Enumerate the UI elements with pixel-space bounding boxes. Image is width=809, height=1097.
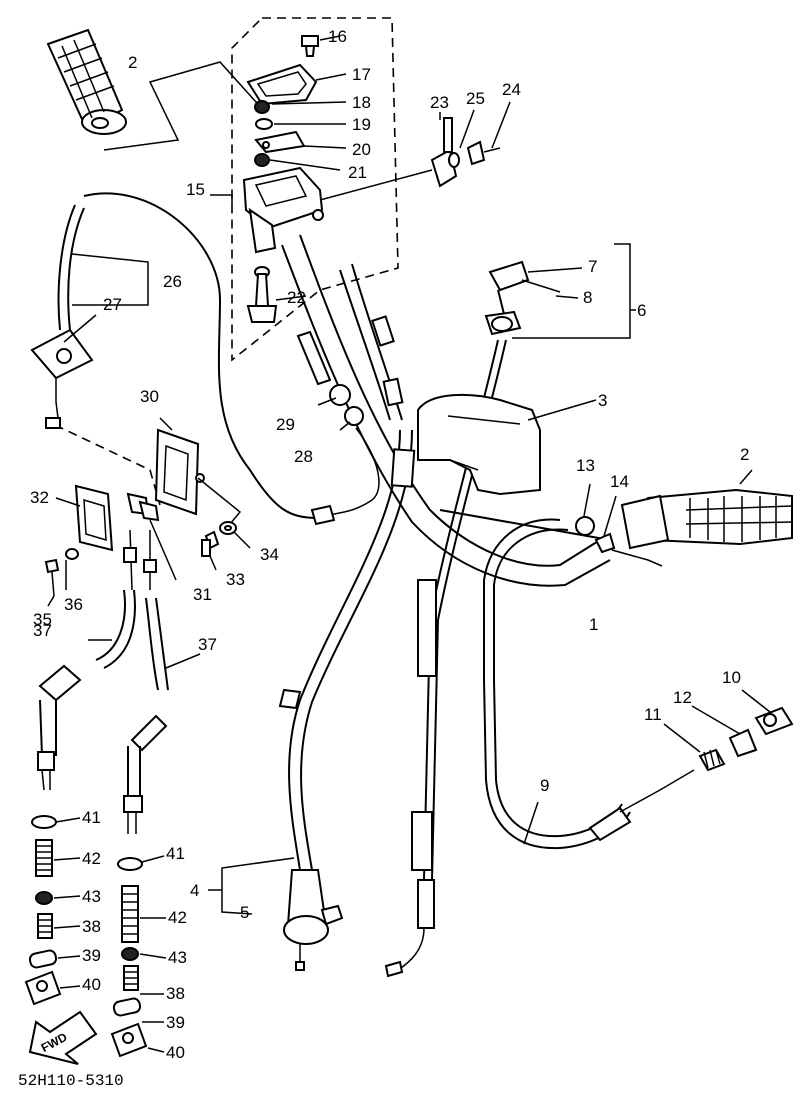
callout-c23: 23 [430, 93, 449, 112]
wire-harness-right [123, 530, 201, 834]
clutch-cable [384, 339, 507, 978]
callout-c40a: 40 [82, 975, 101, 994]
callout-c37a: 37 [33, 621, 52, 640]
callout-c21: 21 [348, 163, 367, 182]
callout-c41a: 41 [82, 808, 101, 827]
callout-c33: 33 [226, 570, 245, 589]
callout-c28: 28 [294, 447, 313, 466]
callout-c39a: 39 [82, 946, 101, 965]
callout-c36: 36 [64, 595, 83, 614]
callout-c11: 11 [644, 705, 662, 724]
callout-c43a: 43 [82, 887, 101, 906]
callout-c42b: 42 [168, 908, 187, 927]
right-grip [620, 469, 793, 550]
leader-27 [63, 314, 97, 343]
callout-c4: 4 [190, 881, 199, 900]
leader-7-8 [527, 267, 583, 299]
switch-block [154, 417, 242, 525]
parts-stack-left [24, 815, 81, 1006]
lever-holder [484, 260, 561, 336]
callout-c2a: 2 [128, 53, 137, 72]
throttle-lever [246, 266, 307, 323]
callout-c43b: 43 [168, 948, 187, 967]
callout-c37b: 37 [198, 635, 217, 654]
callout-c42a: 42 [82, 849, 101, 868]
callout-c41b: 41 [166, 844, 185, 863]
callout-c2b: 2 [740, 445, 749, 464]
bracket-15 [210, 194, 233, 205]
callout-c10: 10 [722, 668, 741, 687]
callout-c31: 31 [193, 585, 212, 604]
callout-c32: 32 [30, 488, 49, 507]
callout-c22: 22 [287, 288, 306, 307]
callout-c34: 34 [260, 545, 279, 564]
callout-leaders-16-21 [269, 35, 347, 171]
clamp-pieces [126, 492, 251, 581]
callout-c13: 13 [576, 456, 595, 475]
callout-c24: 24 [502, 80, 521, 99]
parts-stack-right [110, 855, 167, 1058]
callout-c14: 14 [610, 472, 629, 491]
diagram-code: 52H110-5310 [18, 1072, 124, 1090]
callout-c6: 6 [637, 301, 646, 320]
callout-c16: 16 [328, 27, 347, 46]
leader-left-grip [103, 61, 266, 151]
callout-c7: 7 [588, 257, 597, 276]
callout-c18: 18 [352, 93, 371, 112]
callout-c25: 25 [466, 89, 485, 108]
callout-c40b: 40 [166, 1043, 185, 1062]
callout-c39b: 39 [166, 1013, 185, 1032]
wire-harness-left [37, 529, 137, 791]
lever-clamp-parts [319, 101, 511, 201]
callout-c38a: 38 [82, 917, 101, 936]
brake-adjuster-parts [663, 689, 794, 772]
callout-c20: 20 [352, 140, 371, 159]
bracket-4-5 [208, 857, 295, 915]
callout-c5: 5 [240, 903, 249, 922]
left-grip [46, 28, 127, 135]
switch-plate [55, 484, 114, 552]
brake-lever-parts [575, 483, 663, 567]
brake-cable [483, 518, 695, 850]
screws-35-36 [44, 548, 79, 607]
callout-c3: 3 [598, 391, 607, 410]
throttle-cable-upper [296, 263, 404, 526]
dashed-assembly-guides [54, 17, 399, 506]
callout-c35: 35 [33, 610, 52, 629]
fwd-arrow: FWD [28, 1010, 98, 1065]
callout-c19: 19 [352, 115, 371, 134]
bracket-26 [71, 253, 149, 306]
callout-c29: 29 [276, 415, 295, 434]
throttle-cable-long [278, 429, 416, 971]
callout-c26: 26 [163, 272, 182, 291]
throttle-housing [242, 166, 324, 254]
callout-c1: 1 [589, 615, 598, 634]
callout-c38b: 38 [166, 984, 185, 1003]
callout-c17: 17 [352, 65, 371, 84]
callout-c12: 12 [673, 688, 692, 707]
choke-cable [30, 192, 319, 519]
callout-c15: 15 [186, 180, 205, 199]
callout-c27: 27 [103, 295, 122, 314]
callout-c8: 8 [583, 288, 592, 307]
handlebar-cover [417, 393, 597, 496]
callout-c9: 9 [540, 776, 549, 795]
housing-small-parts [246, 35, 319, 167]
callout-c30: 30 [140, 387, 159, 406]
bracket-6 [512, 243, 636, 339]
